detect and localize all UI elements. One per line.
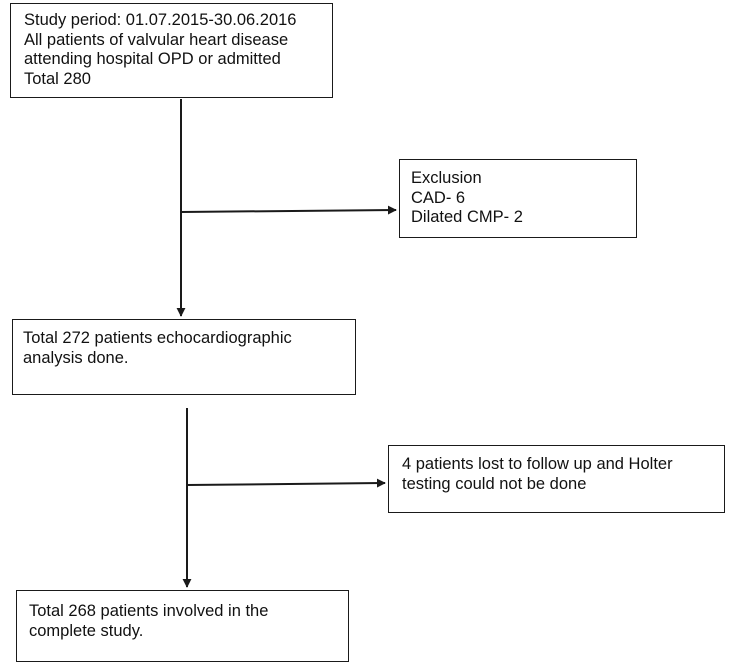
echo-analysis-line-1: Total 272 patients echocardiographic (23, 329, 292, 347)
lost-to-follow-up-line-1: 4 patients lost to follow up and Holter (402, 455, 673, 473)
final-cohort-box: Total 268 patients involved in the compl… (16, 590, 349, 662)
echo-analysis-box: Total 272 patients echocardiographic ana… (12, 319, 356, 395)
study-total-line: Total 280 (24, 69, 91, 88)
study-setting-line: attending hospital OPD or admitted (24, 50, 281, 68)
exclusion-box: Exclusion CAD- 6 Dilated CMP- 2 (399, 159, 637, 238)
final-cohort-line-1: Total 268 patients involved in the (29, 602, 269, 620)
lost-to-follow-up-box: 4 patients lost to follow up and Holter … (388, 445, 725, 513)
arrow-to-lost (186, 478, 386, 488)
final-cohort-line-2: complete study. (29, 621, 144, 640)
study-period-line: Study period: 01.07.2015-30.06.2016 (24, 11, 297, 29)
lost-to-follow-up-line-2: testing could not be done (402, 474, 587, 493)
arrow-to-exclusion (180, 205, 397, 215)
exclusion-cmp-line: Dilated CMP- 2 (411, 208, 523, 226)
exclusion-heading: Exclusion (411, 169, 482, 187)
echo-analysis-line-2: analysis done. (23, 348, 129, 367)
study-period-box: Study period: 01.07.2015-30.06.2016 All … (10, 3, 333, 98)
exclusion-cad-line: CAD- 6 (411, 188, 466, 207)
study-population-line: All patients of valvular heart disease (24, 30, 289, 49)
